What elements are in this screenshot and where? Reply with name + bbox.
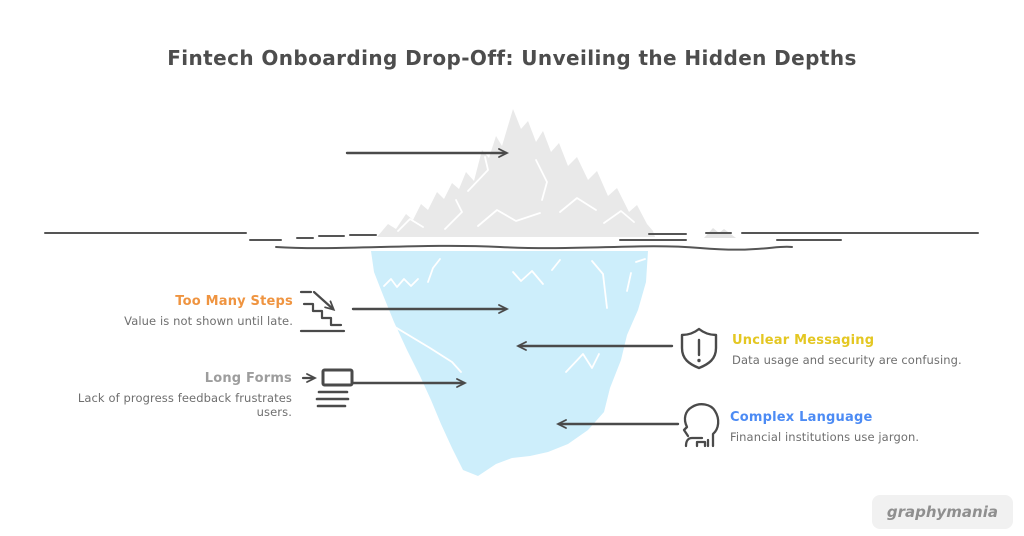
iceberg-above-water xyxy=(377,109,655,237)
callout-title: Complex Language xyxy=(730,410,873,425)
callout-complex-language: Complex Language Financial institutions … xyxy=(730,410,990,444)
callout-description: Financial institutions use jargon. xyxy=(730,430,920,444)
callout-title: Unclear Messaging xyxy=(732,333,875,348)
watermark-badge: graphymania xyxy=(871,495,1013,529)
iceberg-below-water xyxy=(371,251,648,476)
callout-description: Data usage and security are confusing. xyxy=(732,353,962,367)
stairs-down-icon xyxy=(299,290,346,333)
form-lines-icon xyxy=(301,368,354,408)
callout-too-many-steps: Too Many Steps Value is not shown until … xyxy=(53,294,293,328)
shield-exclamation-icon xyxy=(680,327,718,370)
callout-description: Value is not shown until late. xyxy=(124,314,293,328)
iceberg-cracks-above xyxy=(397,156,635,232)
callout-description: Lack of progress feedback frustrates use… xyxy=(77,391,292,419)
callout-title: Long Forms xyxy=(204,371,292,386)
iceberg-cracks-below xyxy=(379,258,646,373)
callout-long-forms: Long Forms Lack of progress feedback fru… xyxy=(42,371,292,419)
callout-unclear-messaging: Unclear Messaging Data usage and securit… xyxy=(732,333,992,367)
callout-title: Too Many Steps xyxy=(175,294,293,309)
waterline xyxy=(44,232,979,251)
watermark-text: graphymania xyxy=(886,503,998,521)
head-speech-icon xyxy=(682,403,720,448)
page-title: Fintech Onboarding Drop-Off: Unveiling t… xyxy=(167,46,857,70)
